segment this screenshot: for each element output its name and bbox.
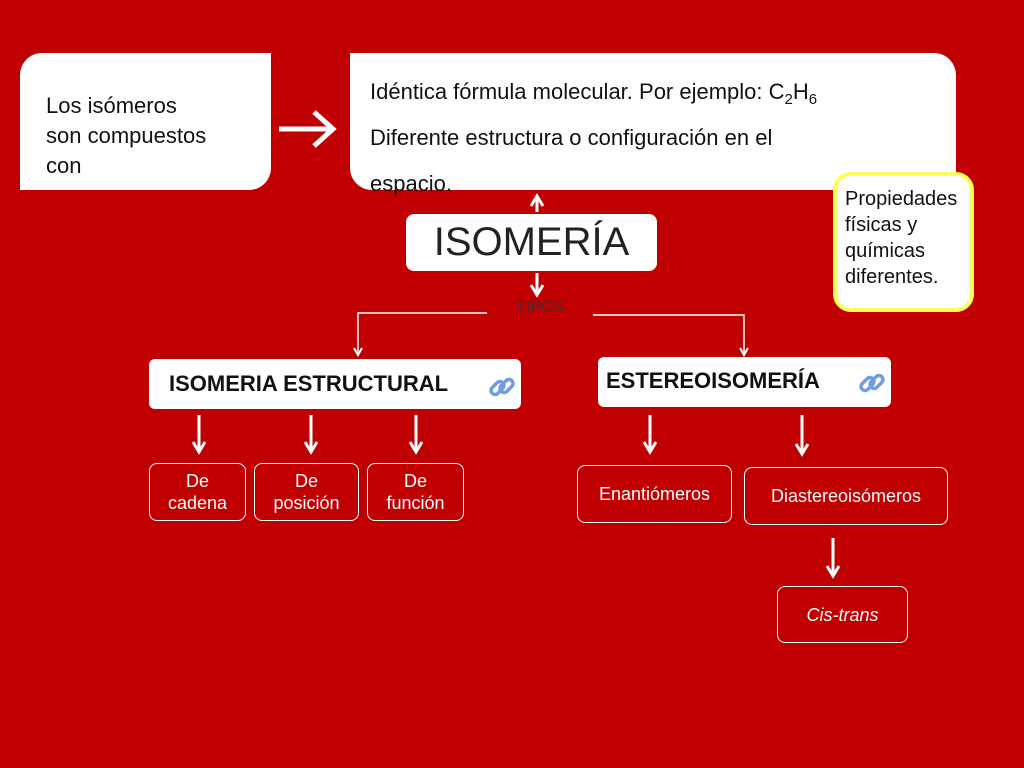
leaf-cis-trans: Cis-trans bbox=[777, 586, 908, 643]
properties-box: Propiedades físicas y químicas diferente… bbox=[833, 172, 974, 312]
properties-line: diferentes. bbox=[845, 266, 939, 288]
leaf-enantiomers: Enantiómeros bbox=[577, 465, 732, 523]
definition-line: son compuestos bbox=[46, 123, 207, 148]
leaf-line: De bbox=[185, 471, 209, 491]
formula-h-subscript: 6 bbox=[808, 91, 818, 108]
leaf-label: Enantiómeros bbox=[598, 484, 711, 504]
properties-line: químicas bbox=[845, 240, 926, 262]
leaf-chain: De cadena bbox=[149, 463, 246, 521]
info-line-text: Idéntica fórmula molecular. Por ejemplo: bbox=[370, 79, 769, 104]
title-box: ISOMERÍA bbox=[406, 214, 657, 271]
formula-c: C bbox=[768, 79, 785, 104]
leaf-line: posición bbox=[273, 493, 340, 513]
leaf-line: cadena bbox=[167, 493, 228, 513]
leaf-line: función bbox=[386, 493, 445, 513]
info-box: Idéntica fórmula molecular. Por ejemplo:… bbox=[350, 53, 956, 196]
tipos-label: TIPOS bbox=[487, 298, 593, 318]
stereo-label: ESTEREOISOMERÍA bbox=[606, 368, 820, 393]
leaf-line: De bbox=[403, 471, 427, 491]
right-arrow-icon bbox=[279, 110, 337, 148]
structural-isomerism-box[interactable]: ISOMERIA ESTRUCTURAL bbox=[149, 359, 521, 409]
leaf-line: De bbox=[294, 471, 318, 491]
structural-label: ISOMERIA ESTRUCTURAL bbox=[169, 371, 449, 396]
properties-line: Propiedades bbox=[845, 188, 958, 210]
formula-c-subscript: 2 bbox=[784, 91, 793, 108]
connector-structural bbox=[358, 312, 487, 355]
leaf-label: Cis-trans bbox=[806, 604, 879, 625]
definition-box: Los isómeros son compuestos con bbox=[20, 53, 271, 190]
leaf-function: De función bbox=[367, 463, 464, 521]
leaf-diastereoisomers: Diastereoisómeros bbox=[744, 467, 948, 525]
page-title: ISOMERÍA bbox=[433, 220, 630, 264]
properties-line: físicas y bbox=[845, 214, 918, 236]
leaf-position: De posición bbox=[254, 463, 359, 521]
connector-stereo bbox=[593, 314, 744, 355]
chain-link-icon[interactable] bbox=[857, 368, 887, 398]
info-line-space: espacio. bbox=[370, 171, 452, 196]
info-line-formula: Idéntica fórmula molecular. Por ejemplo:… bbox=[370, 69, 946, 115]
info-line-structure: Diferente estructura o configuración en … bbox=[370, 125, 773, 150]
chain-link-icon[interactable] bbox=[487, 372, 517, 402]
definition-line: con bbox=[46, 153, 82, 178]
stereoisomerism-box[interactable]: ESTEREOISOMERÍA bbox=[598, 357, 891, 407]
leaf-label: Diastereoisómeros bbox=[770, 486, 922, 506]
definition-line: Los isómeros bbox=[46, 93, 177, 118]
formula-h: H bbox=[792, 79, 809, 104]
